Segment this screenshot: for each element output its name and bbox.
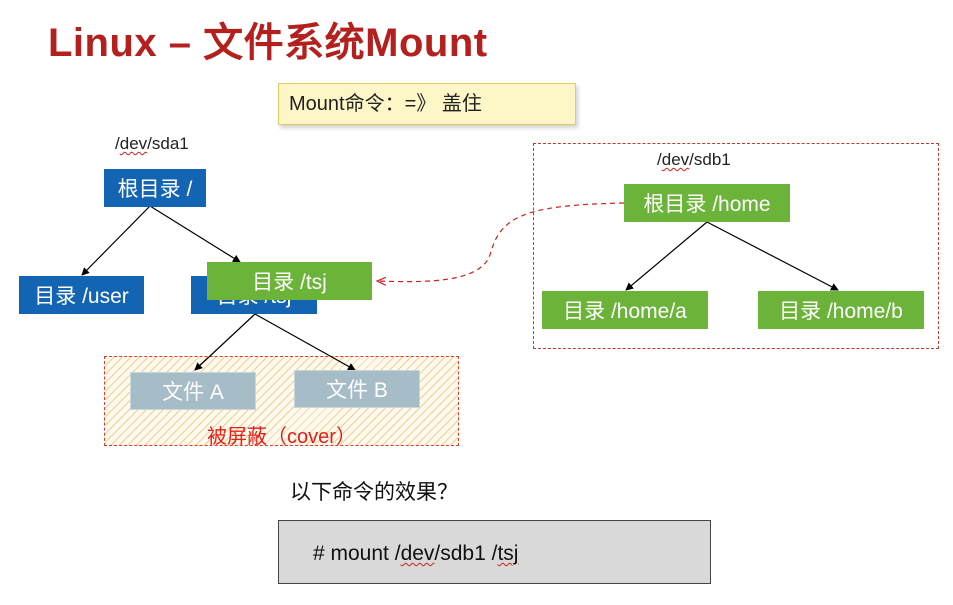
mounted-tsj-node: 目录 /tsj [207,262,372,300]
mounted-tsj-label: 目录 /tsj [252,271,327,294]
mount-arrow [377,202,625,282]
sdb1-filesystem-box [533,143,939,349]
edge-root-to-user [81,205,151,276]
cover-label: 被屏蔽（cover） [207,426,356,448]
root-node-sda1: 根目录 / [104,169,206,207]
command-dev: dev [400,542,435,565]
edge-tsj-to-file-b [254,313,356,371]
home-b-node: 目录 /home/b [758,291,924,329]
home-a-node: 目录 /home/a [542,291,708,329]
sda1-prefix: / [115,134,120,153]
sda1-dev: dev [119,134,148,153]
file-a-node: 文件 A [130,372,256,410]
edge-home-to-b [706,221,839,291]
command-middle: /sdb1 / [434,542,498,565]
mount-note: Mount命令：=》 盖住 [278,83,576,125]
file-b-node: 文件 B [294,370,420,408]
sdb1-rest: /sdb1 [689,150,731,169]
edge-root-to-tsj [149,205,241,263]
slide-title: Linux – 文件系统Mount [48,21,488,65]
sdb1-device-label: /dev/sdb1 [657,150,731,170]
command-tsj: tsj [497,542,519,565]
edge-tsj-to-file-a [194,313,256,371]
sda1-device-label: /dev/sda1 [115,134,189,154]
sdb1-dev: dev [661,150,690,169]
sdb1-prefix: / [657,150,662,169]
command-prefix: # mount / [313,542,401,565]
question-text: 以下命令的效果？ [290,480,458,504]
command-box: # mount /dev/sdb1 /tsj [278,520,711,584]
edge-home-to-a [625,221,708,291]
sda1-rest: /sda1 [147,134,189,153]
root-node-sdb1: 根目录 /home [624,184,790,222]
user-dir-node: 目录 /user [19,276,144,314]
